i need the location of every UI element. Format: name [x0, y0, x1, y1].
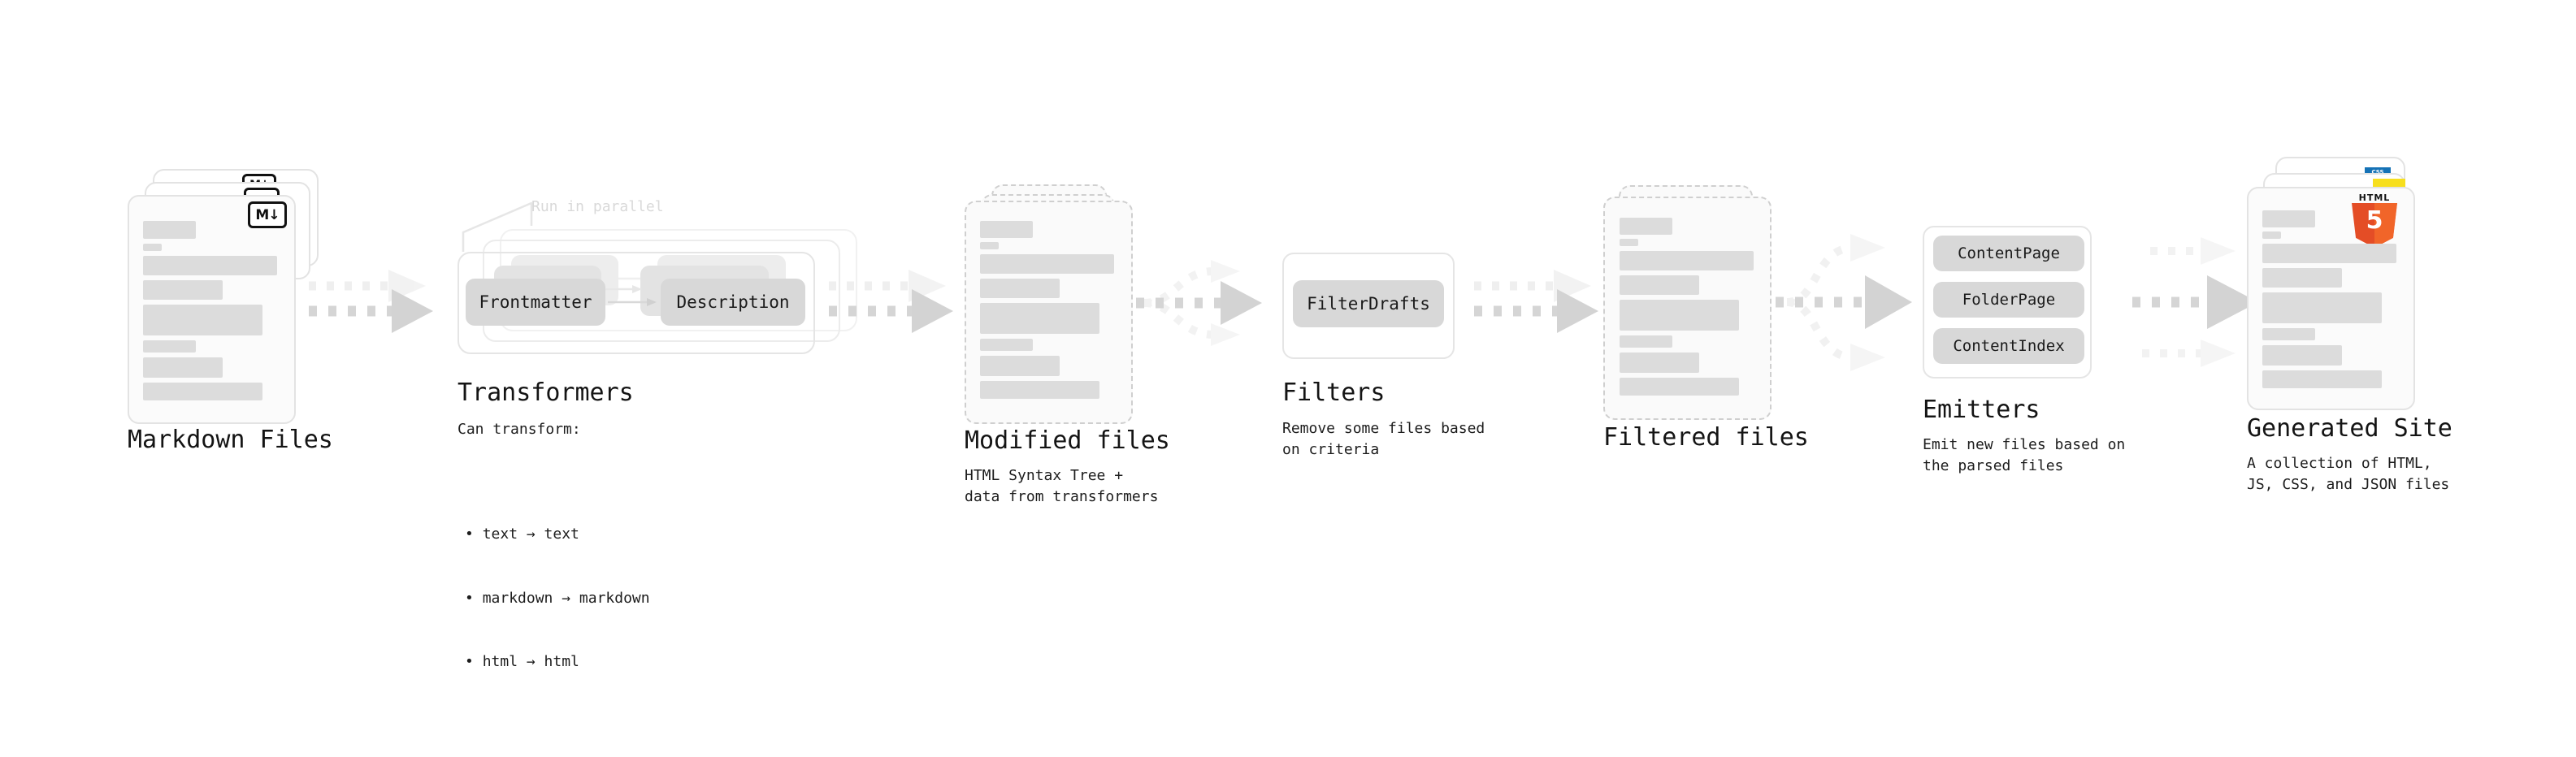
skeleton-line — [2262, 292, 2382, 323]
skeleton-line — [143, 221, 196, 239]
skeleton-line — [1620, 239, 1638, 246]
arrow-transformers-to-modified — [827, 268, 965, 341]
skeleton-line — [2262, 268, 2342, 288]
arrow-modified-to-filters — [1136, 258, 1282, 348]
transformer-connector — [608, 296, 658, 308]
skeleton-line — [1620, 353, 1699, 373]
markdown-icon: M↓ — [248, 201, 287, 228]
emitter-chip-contentindex[interactable]: ContentIndex — [1933, 328, 2084, 364]
run-in-parallel-bracket — [462, 197, 551, 253]
skeleton-line — [143, 244, 162, 251]
stage-title-markdown-files: Markdown Files — [128, 426, 333, 454]
skeleton-line — [143, 256, 277, 275]
transformer-chip-frontmatter[interactable]: Frontmatter — [466, 279, 605, 326]
generated-site-caption: A collection of HTML, JS, CSS, and JSON … — [2247, 455, 2450, 494]
skeleton-line — [143, 357, 223, 378]
transform-item: html → html — [465, 651, 650, 673]
skeleton-line — [2262, 345, 2342, 366]
skeleton-line — [2262, 370, 2382, 388]
skeleton-line — [1620, 300, 1739, 331]
skeleton-line — [143, 340, 196, 353]
skeleton-line — [980, 381, 1099, 399]
emitters-caption: Emit new files based on the parsed files — [1923, 436, 2126, 475]
skeleton-line — [980, 279, 1060, 298]
emitters-group — [1923, 226, 2092, 378]
transformer-connector-back-1 — [601, 283, 644, 295]
stage-title-filtered-files: Filtered files — [1603, 423, 1809, 452]
transform-item: text → text — [465, 524, 650, 545]
emitter-chip-contentpage[interactable]: ContentPage — [1933, 236, 2084, 271]
run-in-parallel-label: Run in parallel — [531, 198, 664, 215]
skeleton-line — [980, 254, 1114, 274]
skeleton-line — [980, 303, 1099, 334]
filter-chip-filterdrafts[interactable]: FilterDrafts — [1293, 280, 1444, 327]
skeleton-line — [143, 305, 262, 335]
arrow-filtered-to-emitters — [1776, 230, 1926, 376]
stage-title-modified-files: Modified files — [965, 426, 1170, 455]
html5-icon-cap: HTML — [2358, 192, 2391, 203]
transformer-group — [458, 252, 815, 354]
arrow-markdown-to-transformers — [307, 268, 445, 341]
skeleton-line — [2262, 210, 2315, 227]
skeleton-line — [980, 356, 1060, 376]
stage-title-transformers: Transformers — [458, 378, 634, 407]
filters-group — [1282, 253, 1455, 359]
stage-title-emitters: Emitters — [1923, 396, 2040, 424]
skeleton-line — [980, 221, 1033, 238]
skeleton-line — [2262, 244, 2396, 263]
transformers-caption-list: text → text markdown → markdown html → h… — [465, 439, 650, 757]
arrow-emitters-to-site — [2110, 230, 2272, 376]
arrow-filters-to-filtered — [1472, 268, 1611, 341]
skeleton-line — [1620, 218, 1672, 235]
skeleton-line — [143, 383, 262, 400]
modified-files-caption: HTML Syntax Tree + data from transformer… — [965, 467, 1159, 506]
skeleton-line — [143, 280, 223, 300]
skeleton-line — [980, 242, 999, 249]
emitter-chip-folderpage[interactable]: FolderPage — [1933, 282, 2084, 318]
html5-icon: HTML 5 — [2352, 192, 2397, 248]
stage-title-generated-site: Generated Site — [2247, 414, 2452, 443]
transformers-caption-intro: Can transform: — [458, 421, 581, 438]
skeleton-line — [1620, 335, 1672, 348]
pipeline-diagram: M↓ M↓ M↓ Markdown Files — [0, 0, 2576, 681]
skeleton-line — [1620, 378, 1739, 396]
skeleton-line — [2262, 328, 2315, 340]
css-icon-label: CSS — [2371, 168, 2384, 175]
stage-title-filters: Filters — [1282, 378, 1386, 407]
skeleton-line — [2262, 231, 2281, 239]
transform-item: markdown → markdown — [465, 588, 650, 609]
skeleton-line — [1620, 275, 1699, 295]
html5-icon-number: 5 — [2366, 206, 2383, 235]
filters-caption: Remove some files based on criteria — [1282, 420, 1485, 459]
skeleton-line — [1620, 251, 1754, 270]
skeleton-line — [980, 339, 1033, 351]
transformer-chip-description[interactable]: Description — [661, 279, 805, 326]
